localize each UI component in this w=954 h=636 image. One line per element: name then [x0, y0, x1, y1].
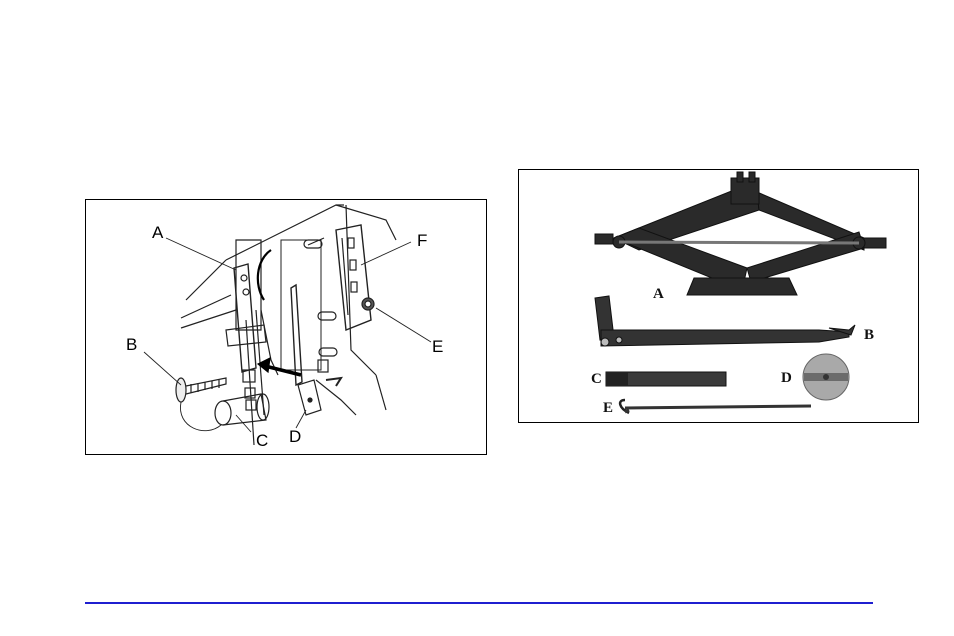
- label-a-scissor-jack: A: [653, 287, 664, 302]
- label-e-knob: E: [432, 338, 443, 355]
- label-c-retainer: C: [256, 432, 268, 449]
- jack-tools-drawing: [519, 170, 918, 422]
- label-d-extension: D: [289, 428, 301, 445]
- label-d-disc: D: [781, 371, 792, 386]
- label-b-wrench: B: [864, 328, 874, 343]
- jack-tools-photo: A B C D E: [518, 169, 919, 423]
- label-a-jack: A: [152, 224, 163, 241]
- footer-rule: [85, 602, 873, 604]
- jack-stowage-illustration: A B C D E F: [85, 199, 487, 455]
- label-e-hook-rod: E: [603, 401, 613, 416]
- label-c-extension: C: [591, 372, 602, 387]
- label-b-wing-bolt: B: [126, 336, 137, 353]
- label-f-bracket: F: [417, 232, 427, 249]
